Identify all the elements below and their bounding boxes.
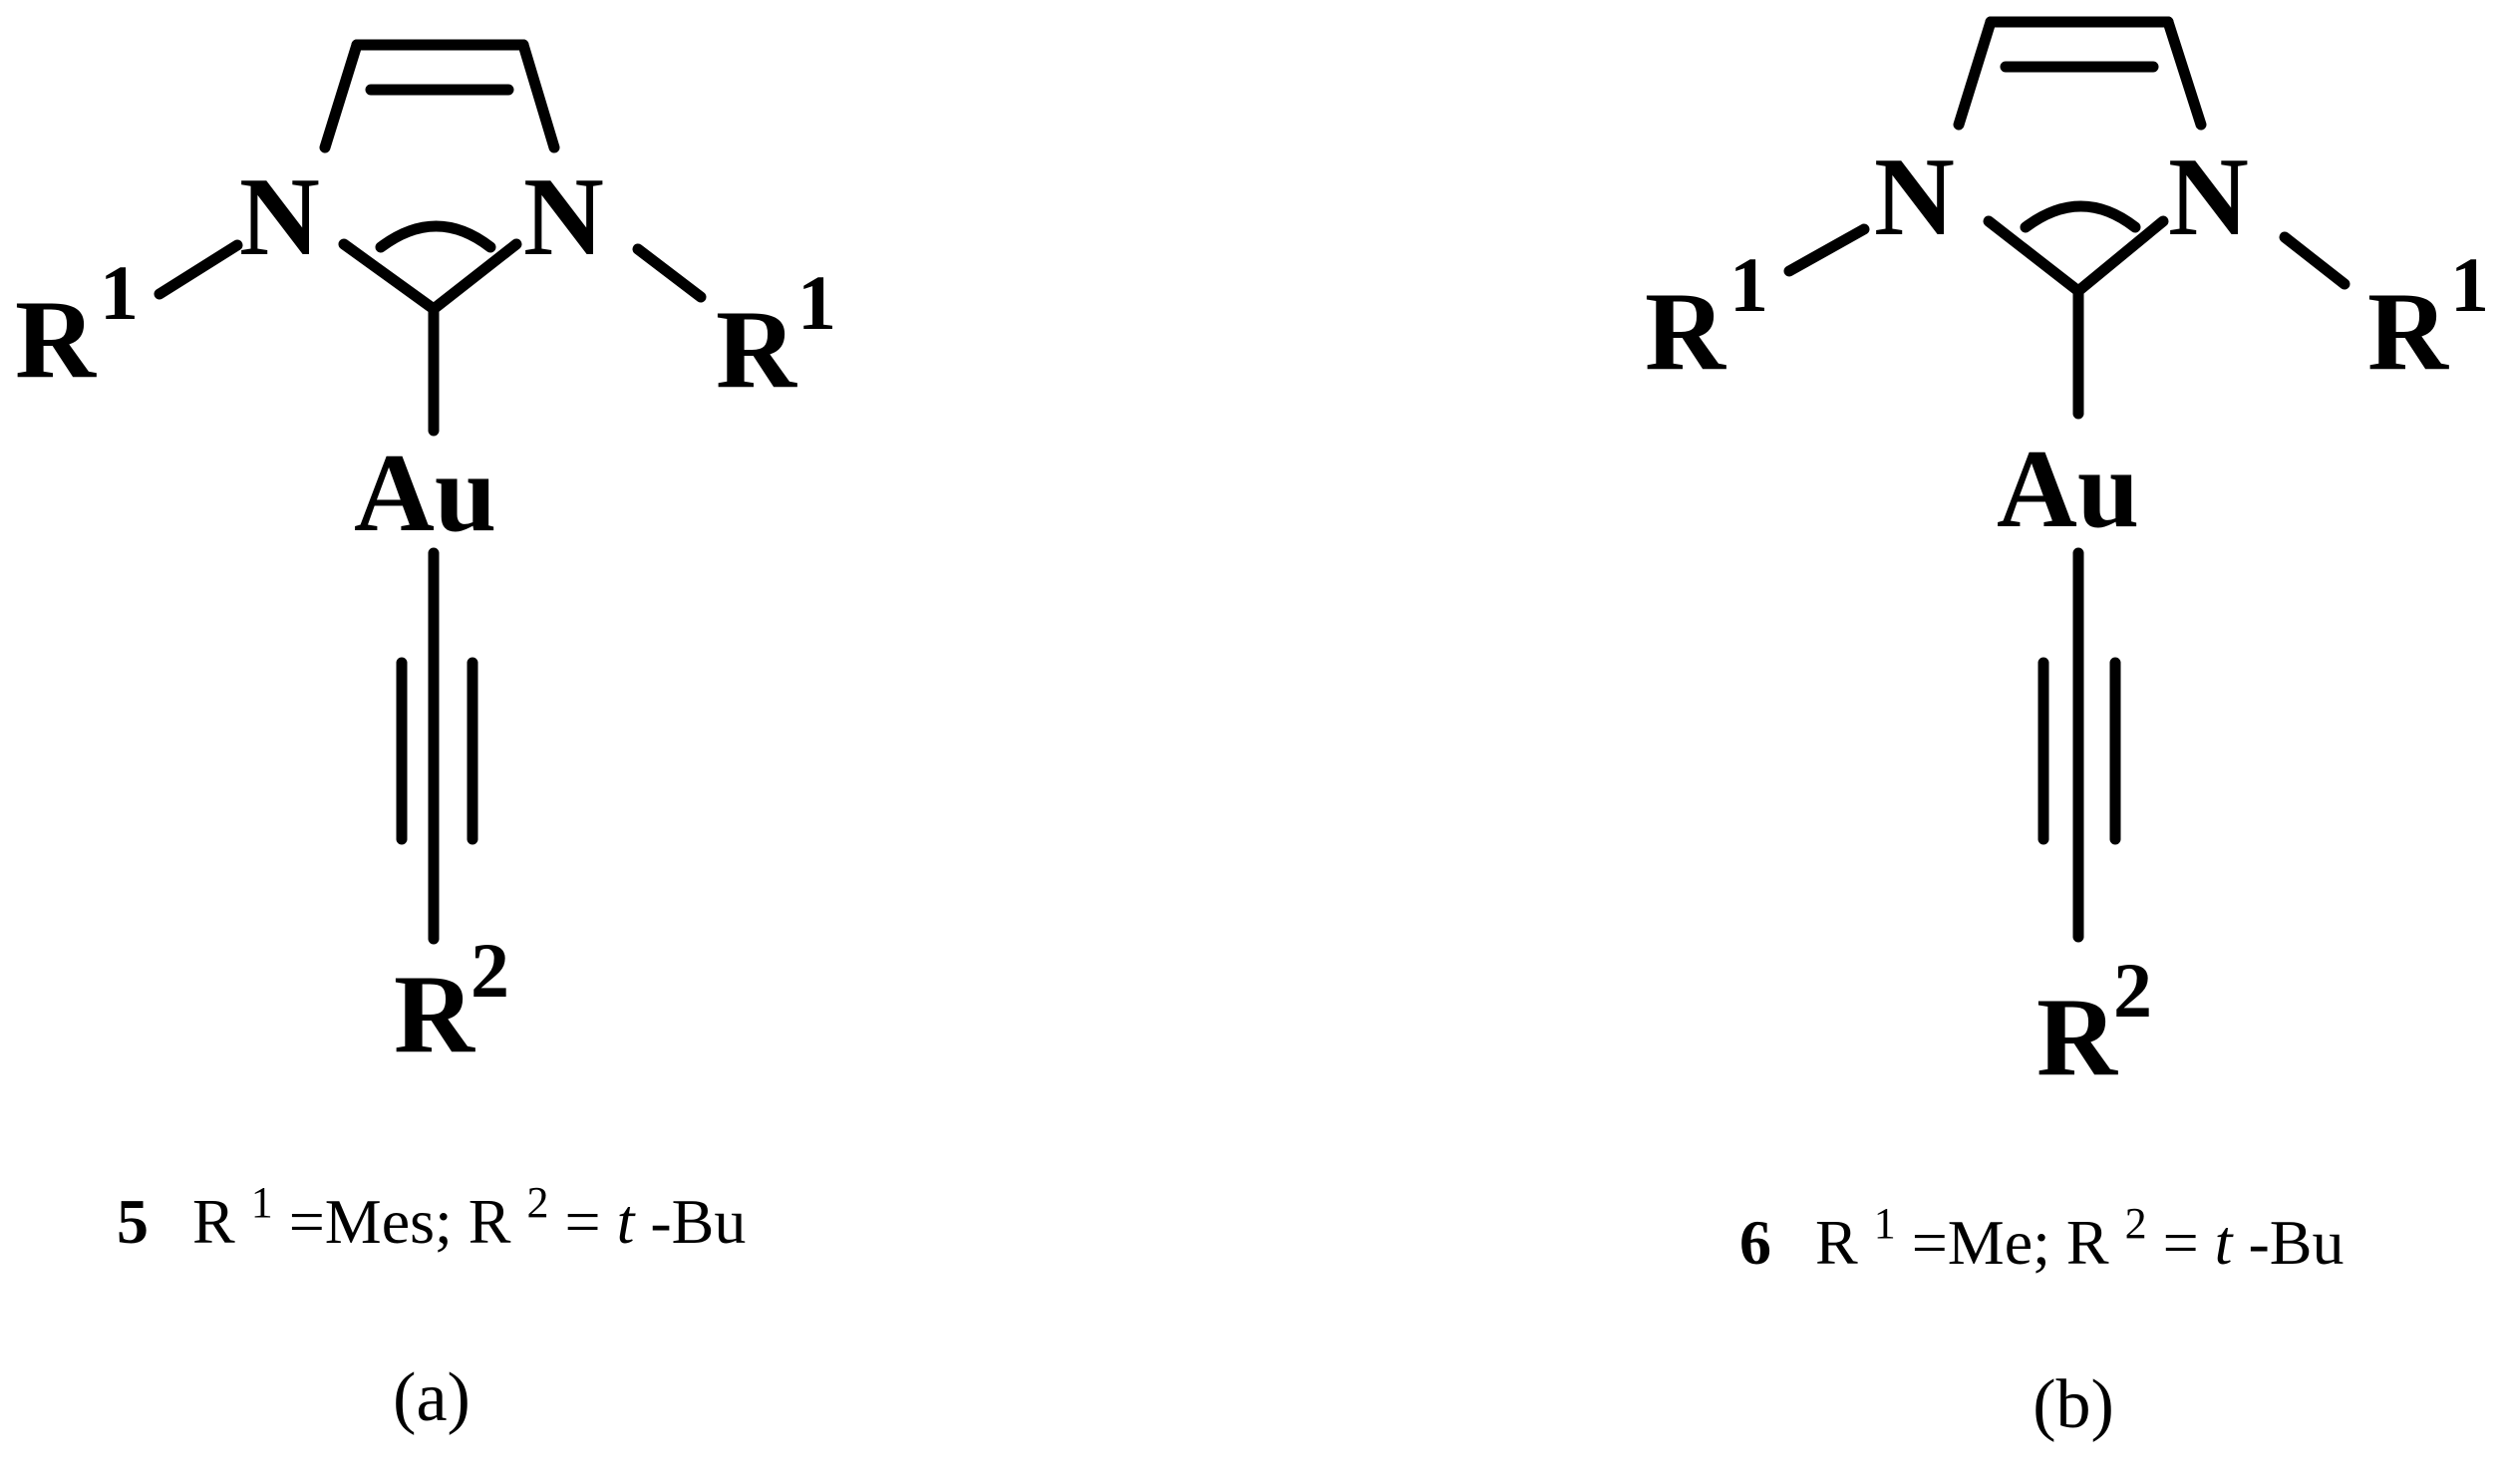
atom-au-a: Au xyxy=(354,432,496,555)
caption-r1-value-a: =Mes; xyxy=(289,1186,469,1257)
caption-r2-value-a: -Bu xyxy=(650,1186,746,1257)
atom-n-left-a: N xyxy=(239,155,320,279)
bond-n-carbene-left-a xyxy=(338,238,440,315)
caption-b: 6 R 1 =Me; R 2 = t -Bu xyxy=(1739,1181,2344,1278)
substituent-r1-right-a: R 1 xyxy=(716,259,836,412)
bond-n-ch-left-a xyxy=(319,39,363,153)
panel-label-a: (a) xyxy=(393,1359,470,1436)
caption-r2-sup-a: 2 xyxy=(526,1178,548,1227)
bond-carbene-n-right-a xyxy=(428,238,522,315)
substituent-r1-left-b: R 1 xyxy=(1645,241,1768,394)
caption-r1-sup-a: 1 xyxy=(251,1178,273,1227)
bond-n-r1-left-a xyxy=(154,239,243,300)
caption-a: 5 R 1 =Mes; R 2 = t -Bu xyxy=(117,1160,746,1257)
bond-ch-n-right-a xyxy=(517,39,560,153)
r1-right-sup-a: 1 xyxy=(797,259,836,346)
structure-panel-b: N N R 1 R 1 Au R 2 6 R 1 =Me; R 2 = t -B… xyxy=(1645,16,2489,1443)
bond-n-r1-right-b xyxy=(2279,231,2350,290)
caption-r2-eq-a: = xyxy=(564,1186,616,1257)
r1-left-sup-a: 1 xyxy=(100,249,139,336)
caption-r1-label-a: R xyxy=(192,1186,235,1257)
compound-number-b: 6 xyxy=(1739,1207,1771,1278)
bond-ch-n-right-b xyxy=(2162,16,2207,131)
imidazolylidene-ring-b xyxy=(1953,16,2207,297)
atom-n-right-a: N xyxy=(523,155,604,279)
atom-au-b: Au xyxy=(1997,428,2139,551)
compound-number-a: 5 xyxy=(117,1186,149,1257)
substituent-r2-b: R 2 xyxy=(2036,947,2152,1099)
substituent-r2-a: R 2 xyxy=(394,927,509,1076)
substituent-r1-left-a: R 1 xyxy=(15,249,139,402)
r2-sup-a: 2 xyxy=(470,927,509,1014)
caption-r2-sup-b: 2 xyxy=(2125,1199,2147,1248)
caption-r2-italic-b: t xyxy=(2215,1207,2235,1278)
structure-panel-a: N N R 1 R 1 Au R 2 5 R 1 =Mes; R 2 = t -… xyxy=(15,39,836,1436)
caption-r1-sup-b: 1 xyxy=(1874,1199,1896,1248)
r2-sup-b: 2 xyxy=(2113,947,2152,1034)
bond-ncn-delocalized-a xyxy=(375,220,496,253)
atom-n-right-b: N xyxy=(2168,136,2249,259)
r1-right-label-a: R xyxy=(716,288,797,412)
caption-r2-eq-b: = xyxy=(2163,1207,2215,1278)
bond-carbene-n-right-b xyxy=(2072,215,2169,297)
r1-left-sup-b: 1 xyxy=(1729,241,1768,328)
bond-n-ch-left-b xyxy=(1953,16,1997,131)
substituent-r1-right-b: R 1 xyxy=(2367,241,2489,394)
caption-r2-label-b: R xyxy=(2066,1207,2109,1278)
r2-label-a: R xyxy=(394,953,475,1076)
imidazolylidene-ring-a xyxy=(319,39,560,315)
atom-n-left-b: N xyxy=(1874,136,1955,259)
r1-left-label-b: R xyxy=(1645,270,1726,394)
bond-n-r1-right-a xyxy=(632,243,707,303)
r1-right-sup-b: 1 xyxy=(2450,241,2489,328)
caption-r2-italic-a: t xyxy=(617,1186,637,1257)
panel-label-b: (b) xyxy=(2033,1366,2114,1443)
caption-r2-label-a: R xyxy=(469,1186,511,1257)
bond-ncn-delocalized-b xyxy=(2020,200,2141,233)
r1-right-label-b: R xyxy=(2367,270,2449,394)
caption-r1-label-b: R xyxy=(1815,1207,1858,1278)
r2-label-b: R xyxy=(2036,976,2118,1099)
caption-r1-value-b: =Me; xyxy=(1912,1207,2066,1278)
r1-left-label-a: R xyxy=(15,278,97,402)
caption-r2-value-b: -Bu xyxy=(2248,1207,2344,1278)
bond-n-r1-left-b xyxy=(1783,223,1870,277)
bond-n-carbene-left-b xyxy=(1983,215,2084,297)
